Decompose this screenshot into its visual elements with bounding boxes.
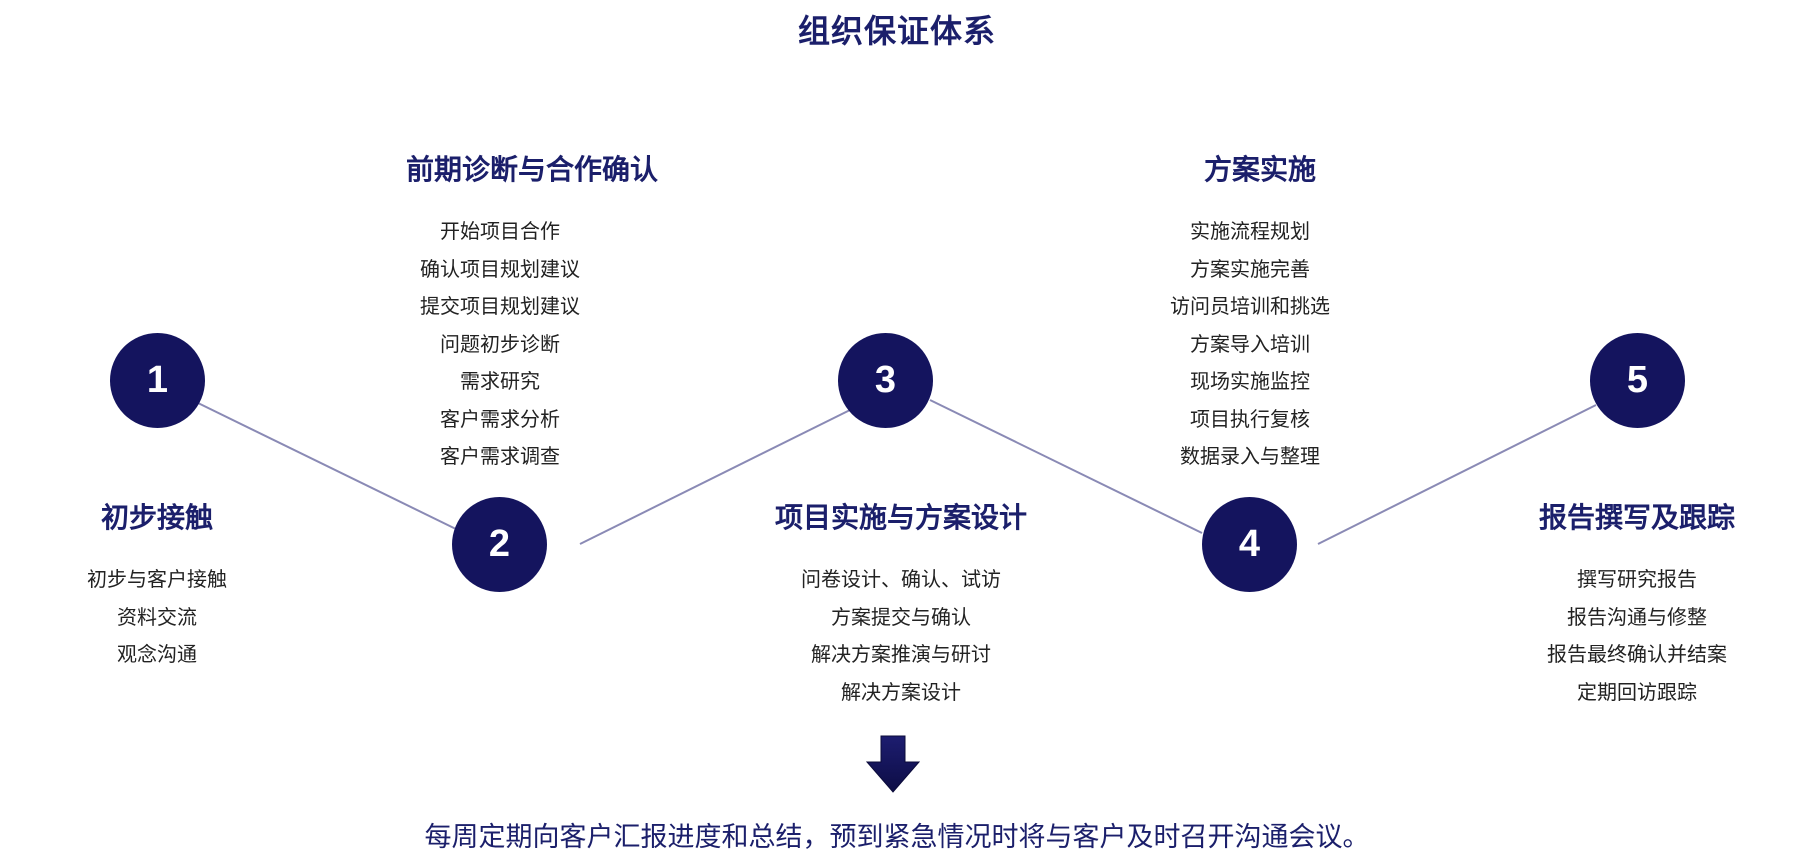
step-4-item: 现场实施监控 (1190, 369, 1310, 393)
page-title: 组织保证体系 (797, 12, 996, 50)
step-4-item: 项目执行复核 (1190, 406, 1310, 431)
step-2-circle: 2 (452, 497, 547, 592)
step-3-item: 方案提交与确认 (831, 604, 971, 629)
step-1-item: 观念沟通 (117, 642, 197, 666)
step-4-title: 方案实施 (1203, 153, 1316, 186)
step-5-title: 报告撰写及跟踪 (1538, 501, 1735, 534)
step-2-item: 需求研究 (460, 369, 540, 393)
step-2-title: 前期诊断与合作确认 (405, 153, 658, 186)
connector-2-3 (579, 409, 851, 545)
footer-note: 每周定期向客户汇报进度和总结，预到紧急情况时将与客户及时召开沟通会议。 (424, 822, 1370, 853)
step-3-item: 解决方案设计 (841, 679, 961, 704)
step-5-circle: 5 (1590, 333, 1685, 428)
step-1-item: 资料交流 (117, 604, 197, 629)
step-5-item: 撰写研究报告 (1577, 567, 1697, 591)
step-5-item: 报告最终确认并结案 (1547, 642, 1727, 666)
step-2-item: 确认项目规划建议 (420, 256, 580, 281)
step-4-list: 实施流程规划 方案实施完善 访问员培训和挑选 方案导入培训 现场实施监控 项目执… (1125, 213, 1375, 476)
step-2-item: 客户需求调查 (440, 444, 560, 468)
step-1-circle: 1 (110, 333, 205, 428)
step-1-item: 初步与客户接触 (87, 567, 227, 591)
step-2-item: 问题初步诊断 (440, 331, 560, 356)
step-2-item: 提交项目规划建议 (420, 294, 580, 318)
step-4-item: 方案实施完善 (1190, 256, 1310, 281)
step-5-item: 报告沟通与修整 (1567, 604, 1707, 629)
step-3-list: 问卷设计、确认、试访 方案提交与确认 解决方案推演与研讨 解决方案设计 (751, 561, 1051, 711)
step-5-item: 定期回访跟踪 (1577, 679, 1697, 704)
step-4-item: 数据录入与整理 (1180, 444, 1320, 468)
step-3-item: 解决方案推演与研讨 (811, 642, 991, 666)
step-4-circle: 4 (1202, 497, 1297, 592)
step-3-item: 问卷设计、确认、试访 (801, 567, 1001, 591)
down-arrow-icon (866, 735, 920, 793)
step-2-item: 开始项目合作 (440, 219, 560, 243)
step-3-circle: 3 (838, 333, 933, 428)
step-5-list: 撰写研究报告 报告沟通与修整 报告最终确认并结案 定期回访跟踪 (1517, 561, 1757, 711)
connector-4-5 (1317, 404, 1597, 545)
connector-3-4 (929, 399, 1203, 534)
step-2-list: 开始项目合作 确认项目规划建议 提交项目规划建议 问题初步诊断 需求研究 客户需… (375, 213, 625, 476)
step-1-list: 初步与客户接触 资料交流 观念沟通 (57, 561, 257, 674)
step-4-item: 实施流程规划 (1190, 219, 1310, 243)
connector-1-2 (197, 402, 461, 532)
step-1-title: 初步接触 (100, 501, 213, 534)
step-4-item: 访问员培训和挑选 (1170, 294, 1330, 318)
step-3-title: 项目实施与方案设计 (774, 501, 1027, 534)
step-2-item: 客户需求分析 (440, 406, 560, 431)
step-4-item: 方案导入培训 (1190, 331, 1310, 356)
